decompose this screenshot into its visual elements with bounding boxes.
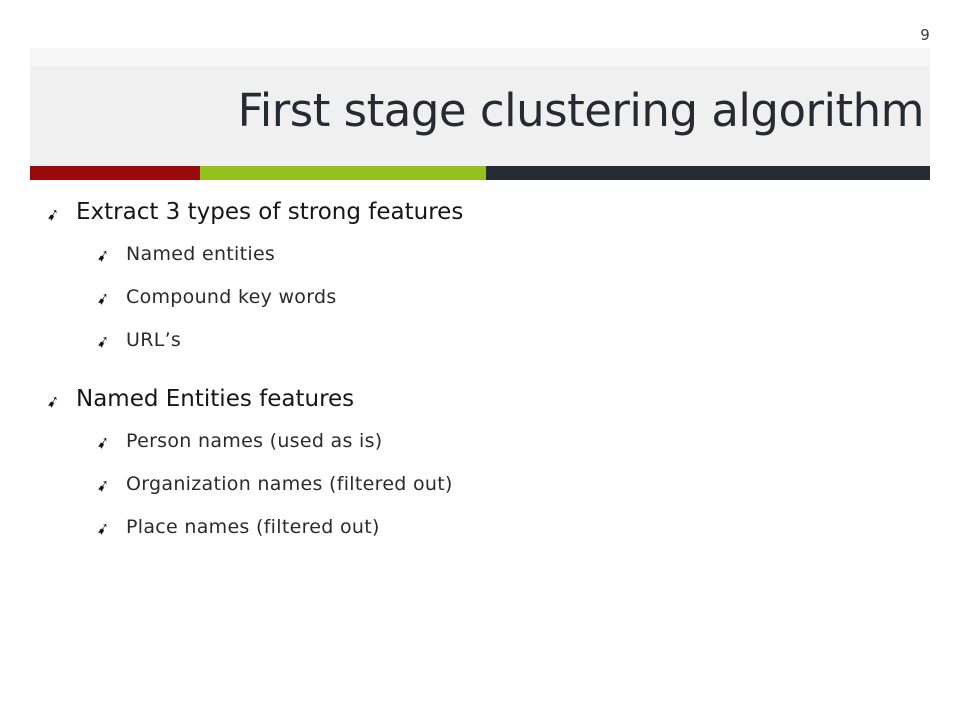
slide-number: 9	[920, 26, 930, 44]
arrow-bullet-icon: ➹	[94, 330, 112, 352]
bullet-item: ➹ Named Entities features	[44, 379, 926, 419]
accent-bar	[30, 166, 930, 180]
arrow-bullet-icon: ➹	[94, 517, 112, 539]
sub-bullet-text: Compound key words	[126, 285, 337, 308]
sub-bullet-text: Organization names (filtered out)	[126, 472, 453, 495]
sub-bullet-item: ➹ URL’s	[94, 318, 926, 361]
sub-bullet-item: ➹ Place names (filtered out)	[94, 505, 926, 548]
arrow-bullet-icon: ➹	[44, 203, 62, 225]
sub-bullet-text: Person names (used as is)	[126, 429, 383, 452]
accent-bar-red	[30, 166, 200, 180]
accent-bar-green	[200, 166, 486, 180]
arrow-bullet-icon: ➹	[94, 474, 112, 496]
bullet-text: Named Entities features	[76, 386, 355, 412]
arrow-bullet-icon: ➹	[94, 244, 112, 266]
arrow-bullet-icon: ➹	[44, 390, 62, 412]
sub-bullet-text: URL’s	[126, 328, 182, 351]
sub-bullet-item: ➹ Person names (used as is)	[94, 419, 926, 462]
sub-bullet-item: ➹ Compound key words	[94, 275, 926, 318]
title-band: First stage clustering algorithm	[30, 48, 930, 166]
sub-bullet-item: ➹ Organization names (filtered out)	[94, 462, 926, 505]
bullet-group: ➹ Named Entities features ➹ Person names…	[44, 379, 926, 548]
bullet-text: Extract 3 types of strong features	[76, 199, 464, 225]
sub-bullet-item: ➹ Named entities	[94, 232, 926, 275]
slide-title: First stage clustering algorithm	[237, 84, 925, 137]
bullet-list: ➹ Extract 3 types of strong features ➹ N…	[44, 192, 926, 548]
sub-bullet-text: Place names (filtered out)	[126, 515, 380, 538]
arrow-bullet-icon: ➹	[94, 287, 112, 309]
bullet-group: ➹ Extract 3 types of strong features ➹ N…	[44, 192, 926, 361]
accent-bar-dark	[486, 166, 930, 180]
sub-bullet-text: Named entities	[126, 242, 276, 265]
arrow-bullet-icon: ➹	[94, 431, 112, 453]
bullet-item: ➹ Extract 3 types of strong features	[44, 192, 926, 232]
